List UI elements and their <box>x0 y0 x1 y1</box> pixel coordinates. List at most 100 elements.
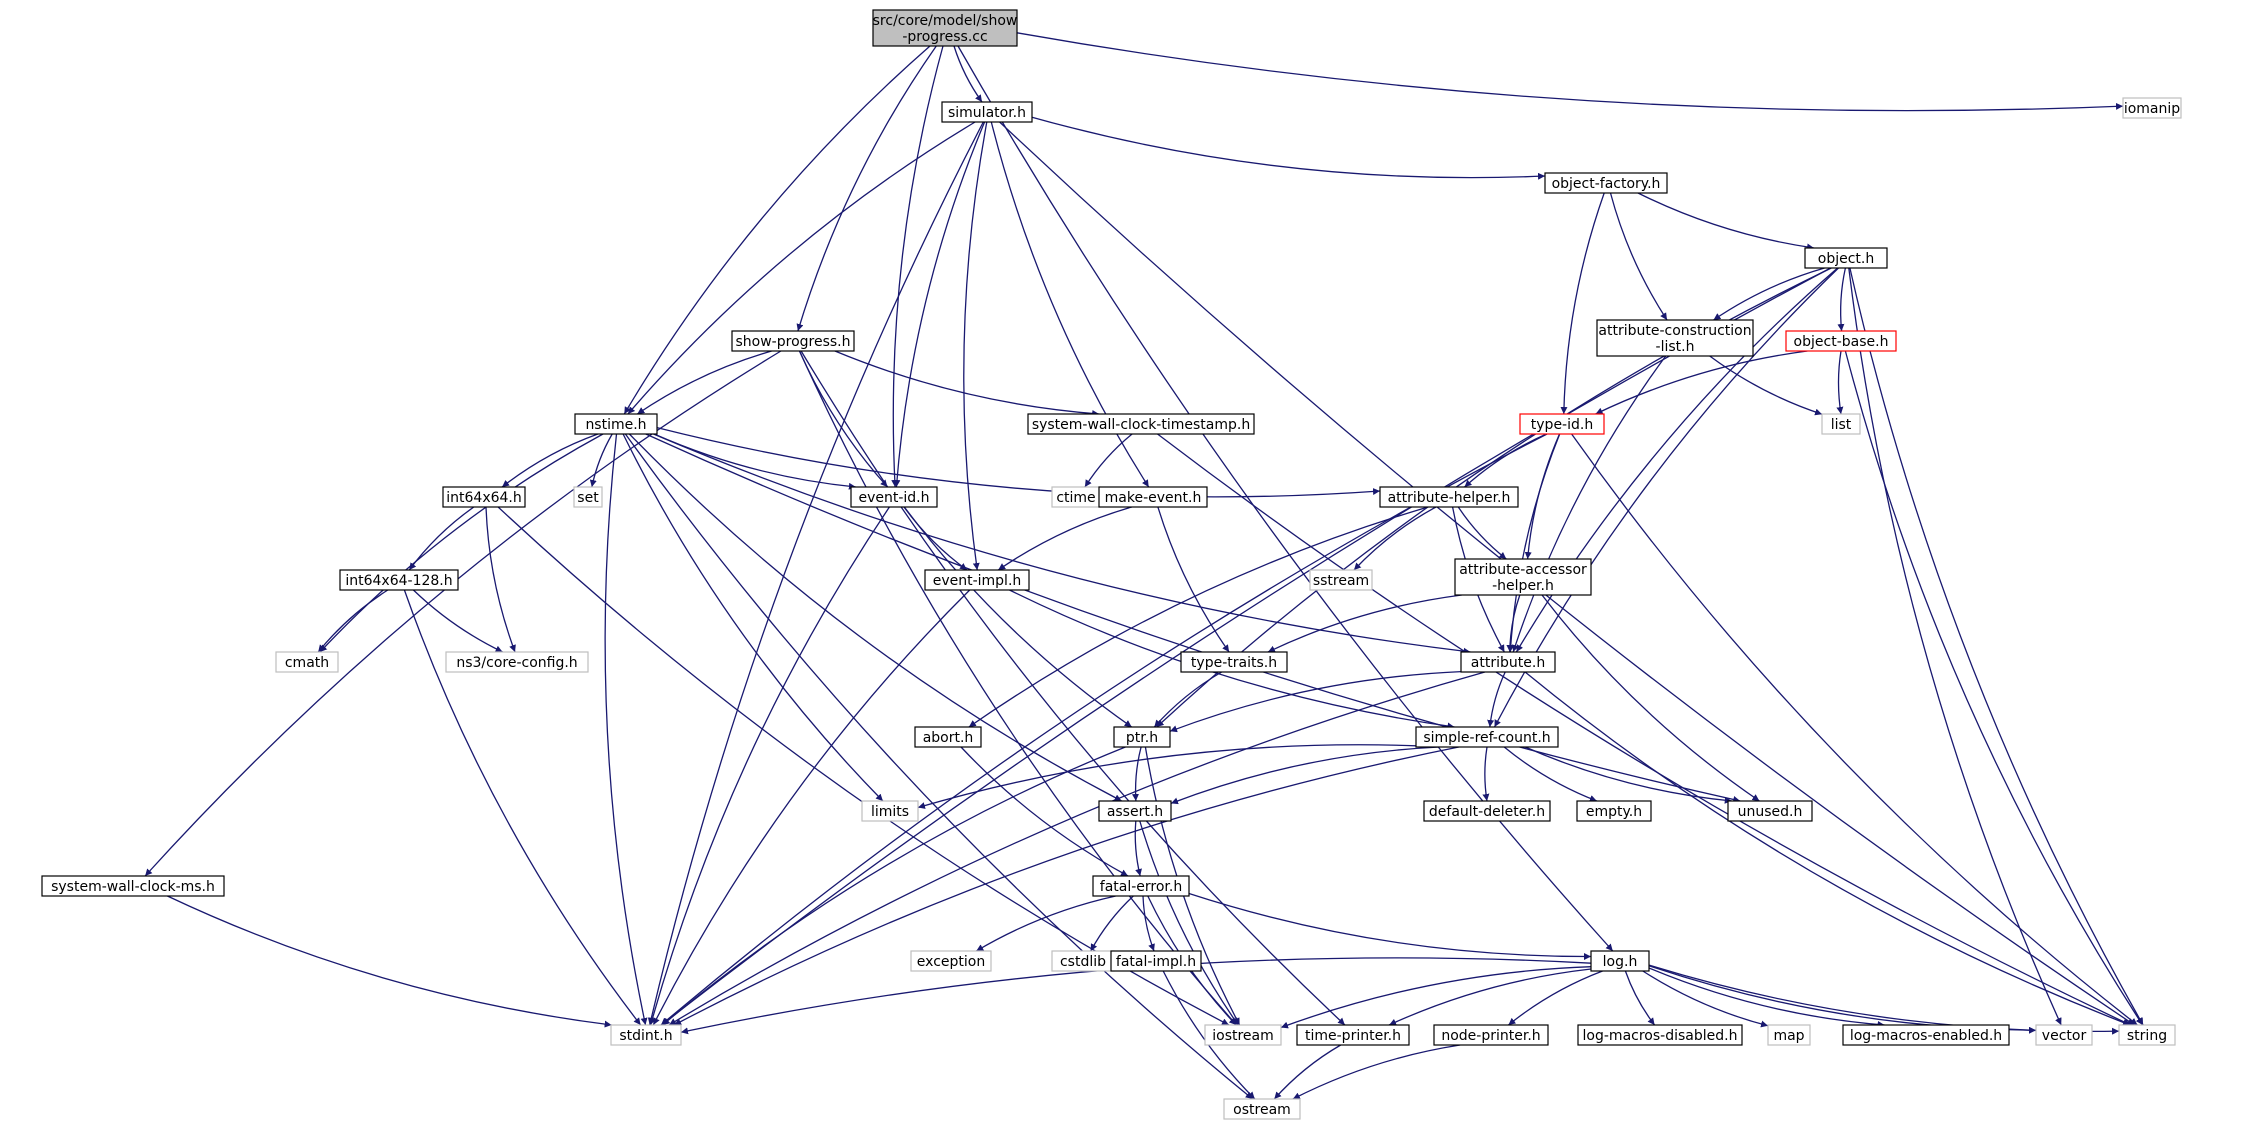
node-list[interactable]: list <box>1821 413 1861 435</box>
node-box-show-progress <box>731 330 855 352</box>
node-label-vector: vector <box>2042 1028 2087 1044</box>
nodes-layer: src/core/model/show-progress.cc simulator… <box>41 9 2182 1120</box>
node-label-empty: empty.h <box>1586 804 1642 820</box>
edge-show-progress-to-nstime <box>636 350 772 415</box>
node-time-printer[interactable]: time-printer.h <box>1296 1024 1410 1046</box>
node-box-swcms <box>41 875 225 897</box>
edge-abort-to-fatal-error <box>960 746 1129 877</box>
edge-event-id-to-ptr <box>903 506 1133 728</box>
edge-root-to-show-progress <box>796 45 937 332</box>
node-root[interactable]: src/core/model/show-progress.cc <box>872 9 1018 47</box>
node-fatal-error[interactable]: fatal-error.h <box>1092 875 1190 897</box>
edge-assert-to-iostream <box>1139 820 1239 1026</box>
edge-type-id-to-attr-accessor <box>1524 433 1561 560</box>
node-set[interactable]: set <box>573 486 603 508</box>
node-attr-construction[interactable]: attribute-construction-list.h <box>1596 319 1754 357</box>
edge-int64x64-128-to-stdint <box>403 589 642 1026</box>
node-attribute-helper[interactable]: attribute-helper.h <box>1379 486 1519 508</box>
node-ostream[interactable]: ostream <box>1223 1098 1301 1120</box>
node-event-id[interactable]: event-id.h <box>850 486 938 508</box>
node-iomanip[interactable]: iomanip <box>2122 97 2182 119</box>
node-label-object: object.h <box>1818 251 1874 267</box>
node-swct[interactable]: system-wall-clock-timestamp.h <box>1027 413 1255 435</box>
node-box-make-event <box>1098 486 1208 508</box>
node-make-event[interactable]: make-event.h <box>1098 486 1208 508</box>
edge-attr-accessor-to-unused <box>1541 594 1760 802</box>
node-label-fatal-error: fatal-error.h <box>1100 879 1182 895</box>
edge-event-id-to-event-impl <box>903 506 968 571</box>
edge-swct-to-string <box>1157 433 2131 1026</box>
node-vector[interactable]: vector <box>2035 1024 2093 1046</box>
edge-node-printer-to-ostream <box>1292 1044 1461 1100</box>
node-default-deleter[interactable]: default-deleter.h <box>1423 800 1551 822</box>
node-int64x64[interactable]: int64x64.h <box>442 486 526 508</box>
edge-fatal-impl-to-ostream <box>1162 970 1256 1100</box>
node-box-int64x64 <box>442 486 526 508</box>
edge-object-factory-to-type-id <box>1560 192 1605 415</box>
node-string[interactable]: string <box>2118 1024 2176 1046</box>
node-log-macros-disabled[interactable]: log-macros-disabled.h <box>1577 1024 1743 1046</box>
edge-attribute-to-simple-ref-count <box>1487 671 1506 728</box>
node-box-cmath <box>275 651 339 673</box>
node-label-nstime: nstime.h <box>585 417 646 433</box>
node-limits[interactable]: limits <box>861 800 919 822</box>
node-map[interactable]: map <box>1767 1024 1811 1046</box>
node-assert[interactable]: assert.h <box>1098 800 1172 822</box>
node-simulator[interactable]: simulator.h <box>941 101 1033 123</box>
node-box-type-id <box>1519 413 1605 435</box>
node-box-fatal-error <box>1092 875 1190 897</box>
node-label-show-progress: show-progress.h <box>736 334 851 350</box>
node-abort[interactable]: abort.h <box>914 726 982 748</box>
node-object-factory[interactable]: object-factory.h <box>1544 172 1668 194</box>
node-attribute[interactable]: attribute.h <box>1460 651 1556 673</box>
node-object[interactable]: object.h <box>1804 247 1888 269</box>
edge-log-to-node-printer <box>1507 970 1603 1026</box>
node-ptr[interactable]: ptr.h <box>1113 726 1171 748</box>
edge-attribute-to-stdint <box>668 671 1486 1026</box>
node-box-iostream <box>1204 1024 1282 1046</box>
edge-object-to-string <box>1849 267 2144 1026</box>
node-log[interactable]: log.h <box>1590 950 1650 972</box>
node-type-id[interactable]: type-id.h <box>1519 413 1605 435</box>
node-cstdlib[interactable]: cstdlib <box>1051 950 1115 972</box>
edge-int64x64-to-iostream <box>497 506 1230 1026</box>
node-fatal-impl[interactable]: fatal-impl.h <box>1110 950 1202 972</box>
edge-object-factory-to-object <box>1637 192 1815 251</box>
edge-fatal-error-to-exception <box>975 895 1116 952</box>
node-box-core-config <box>445 651 589 673</box>
edge-simulator-to-event-id <box>893 121 986 488</box>
node-box-limits <box>861 800 919 822</box>
node-iostream[interactable]: iostream <box>1204 1024 1282 1046</box>
edge-nstime-to-limits <box>622 433 884 802</box>
node-swcms[interactable]: system-wall-clock-ms.h <box>41 875 225 897</box>
node-stdint[interactable]: stdint.h <box>610 1024 682 1046</box>
node-label-root: src/core/model/show <box>873 13 1018 29</box>
node-unused[interactable]: unused.h <box>1727 800 1813 822</box>
edge-simple-ref-count-to-assert <box>1170 746 1440 805</box>
edge-simple-ref-count-to-limits <box>917 744 1417 809</box>
node-int64x64-128[interactable]: int64x64-128.h <box>339 569 459 591</box>
node-label-type-id: type-id.h <box>1531 417 1593 433</box>
node-cmath[interactable]: cmath <box>275 651 339 673</box>
node-attr-accessor[interactable]: attribute-accessor-helper.h <box>1454 558 1592 596</box>
node-object-base[interactable]: object-base.h <box>1785 330 1897 352</box>
node-type-traits[interactable]: type-traits.h <box>1180 651 1288 673</box>
edge-simulator-to-object-factory <box>1031 116 1546 180</box>
node-simple-ref-count[interactable]: simple-ref-count.h <box>1415 726 1559 748</box>
node-core-config[interactable]: ns3/core-config.h <box>445 651 589 673</box>
node-ctime[interactable]: ctime <box>1051 486 1101 508</box>
node-log-macros-enabled[interactable]: log-macros-enabled.h <box>1842 1024 2010 1046</box>
node-box-default-deleter <box>1423 800 1551 822</box>
node-label-attribute: attribute.h <box>1471 655 1545 671</box>
node-sstream[interactable]: sstream <box>1309 569 1373 591</box>
node-event-impl[interactable]: event-impl.h <box>924 569 1030 591</box>
node-empty[interactable]: empty.h <box>1576 800 1652 822</box>
node-exception[interactable]: exception <box>910 950 992 972</box>
node-label-ostream: ostream <box>1233 1102 1291 1118</box>
node-label-assert: assert.h <box>1107 804 1163 820</box>
node-show-progress[interactable]: show-progress.h <box>731 330 855 352</box>
node-node-printer[interactable]: node-printer.h <box>1433 1024 1549 1046</box>
node-label-simple-ref-count: simple-ref-count.h <box>1423 730 1550 746</box>
node-label-cmath: cmath <box>285 655 329 671</box>
node-nstime[interactable]: nstime.h <box>574 413 658 435</box>
